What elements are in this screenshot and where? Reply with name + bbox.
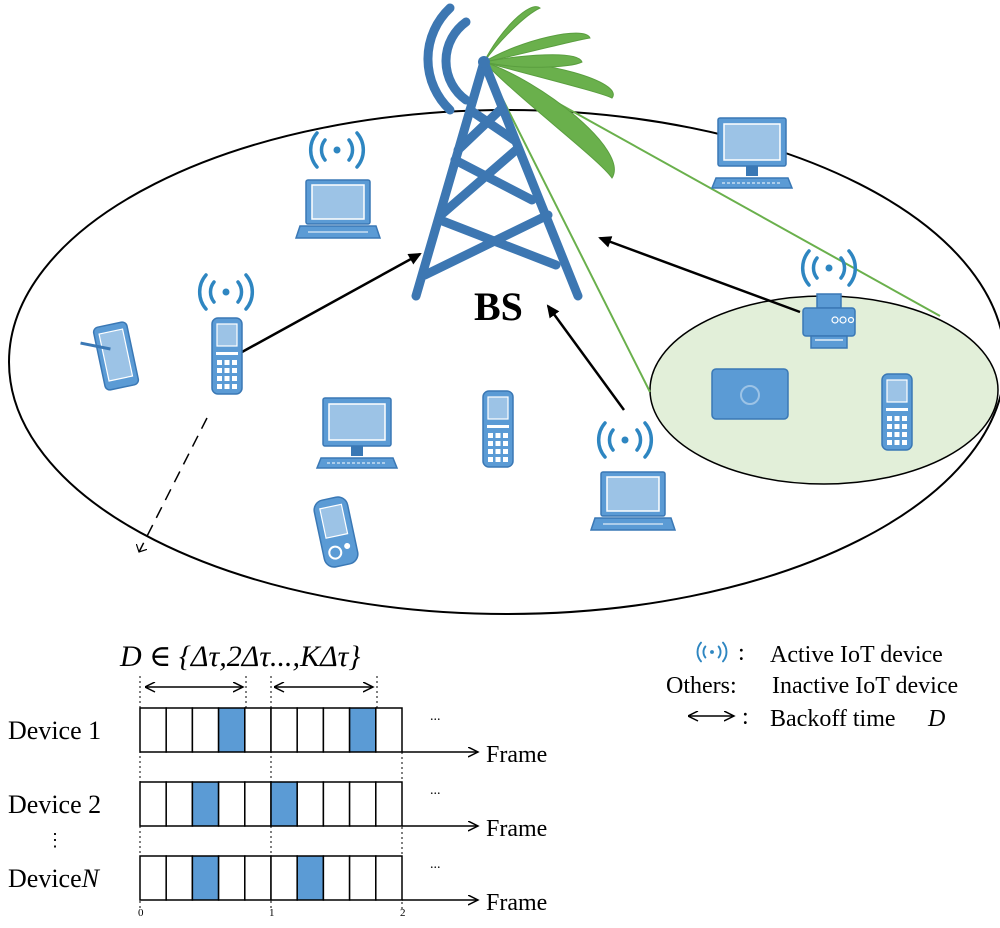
tower-signal-icon	[423, 3, 471, 115]
uplink-arrow-phone	[241, 252, 422, 354]
desktop-icon	[316, 397, 398, 469]
device-row-3: DeviceN... Frame	[8, 855, 547, 916]
legend-backoff-text: Backoff time	[770, 706, 896, 732]
antenna-beam-icon	[483, 6, 615, 179]
idle-slot	[139, 707, 167, 753]
legend-others-label: Others:	[666, 673, 737, 699]
desktop-icon	[711, 117, 793, 189]
flip-phone-icon	[881, 373, 913, 451]
legend-active-colon: :	[738, 640, 745, 666]
backoff-set-label: D ∈ {Δτ,2Δτ...,KΔτ}	[119, 640, 360, 673]
idle-slot	[191, 707, 220, 753]
legend: : Active IoT device Others: Inactive IoT…	[666, 640, 958, 732]
device-ellipsis: ⋮	[46, 830, 64, 850]
mobility-arrow	[139, 417, 208, 552]
frame-label: Frame	[486, 816, 547, 842]
wireless-signal-icon	[800, 249, 858, 287]
idle-slot	[322, 855, 351, 901]
legend-inactive-text: Inactive IoT device	[772, 673, 958, 699]
more-slots-ellipsis: ...	[430, 857, 441, 872]
idle-slot	[375, 707, 403, 753]
more-slots-ellipsis: ...	[430, 709, 441, 724]
idle-slot	[139, 781, 167, 827]
frame-label: Frame	[486, 742, 547, 768]
tick-label-2: 2	[400, 907, 406, 919]
backoff-legend: : Backoff time D	[688, 704, 945, 732]
idle-slot	[270, 855, 298, 901]
device-row-2: Device 2... Frame	[8, 781, 547, 842]
flip-phone-icon	[482, 390, 514, 468]
tick-label-0: 0	[138, 907, 144, 919]
device-label: DeviceN	[8, 864, 101, 893]
active-device-legend: : Active IoT device	[696, 640, 943, 668]
idle-slot	[165, 781, 194, 827]
device-label: Device 2	[8, 790, 101, 819]
bs-label: BS	[474, 284, 523, 329]
wireless-signal-icon	[197, 273, 255, 311]
idle-slot	[322, 707, 351, 753]
idle-slot	[322, 781, 351, 827]
frame-label: Frame	[486, 890, 547, 916]
laptop-icon	[590, 471, 676, 531]
camera-icon	[711, 368, 789, 420]
idle-slot	[165, 707, 194, 753]
idle-slot	[375, 855, 403, 901]
idle-slot	[217, 855, 246, 901]
idle-slot	[165, 855, 194, 901]
legend-backoff-colon: :	[742, 704, 749, 730]
device-label: Device 1	[8, 716, 101, 745]
more-slots-ellipsis: ...	[430, 783, 441, 798]
legend-active-text: Active IoT device	[770, 642, 943, 668]
transmission-slot	[270, 781, 298, 827]
idle-slot	[348, 781, 377, 827]
legend-backoff-var: D	[927, 706, 945, 732]
transmission-slot	[296, 855, 325, 901]
idle-slot	[244, 855, 272, 901]
printer-icon	[802, 293, 856, 349]
idle-slot	[217, 781, 246, 827]
tablet-icon	[80, 321, 140, 391]
transmission-slot	[348, 707, 377, 753]
uplink-arrow-laptop	[546, 304, 626, 411]
transmission-slot	[191, 781, 220, 827]
beam-edge-lower	[483, 61, 651, 393]
pda-icon	[313, 496, 359, 568]
flip-phone-icon	[211, 317, 243, 395]
idle-slot	[139, 855, 167, 901]
wireless-signal-icon	[696, 641, 728, 663]
idle-slot	[244, 781, 272, 827]
transmission-slot	[191, 855, 220, 901]
idle-slot	[270, 707, 298, 753]
idle-slot	[348, 855, 377, 901]
cell-tower-icon	[411, 56, 583, 301]
inactive-device-legend: Others: Inactive IoT device	[666, 673, 958, 699]
transmission-slot	[217, 707, 246, 753]
uplink-arrow-printer	[598, 236, 801, 314]
wireless-signal-icon	[596, 421, 654, 459]
tick-label-1: 1	[269, 907, 275, 919]
wireless-signal-icon	[308, 131, 366, 169]
laptop-icon	[295, 179, 381, 239]
idle-slot	[296, 707, 325, 753]
device-row-1: Device 1... Frame	[8, 707, 547, 768]
idle-slot	[375, 781, 403, 827]
idle-slot	[296, 781, 325, 827]
idle-slot	[244, 707, 272, 753]
